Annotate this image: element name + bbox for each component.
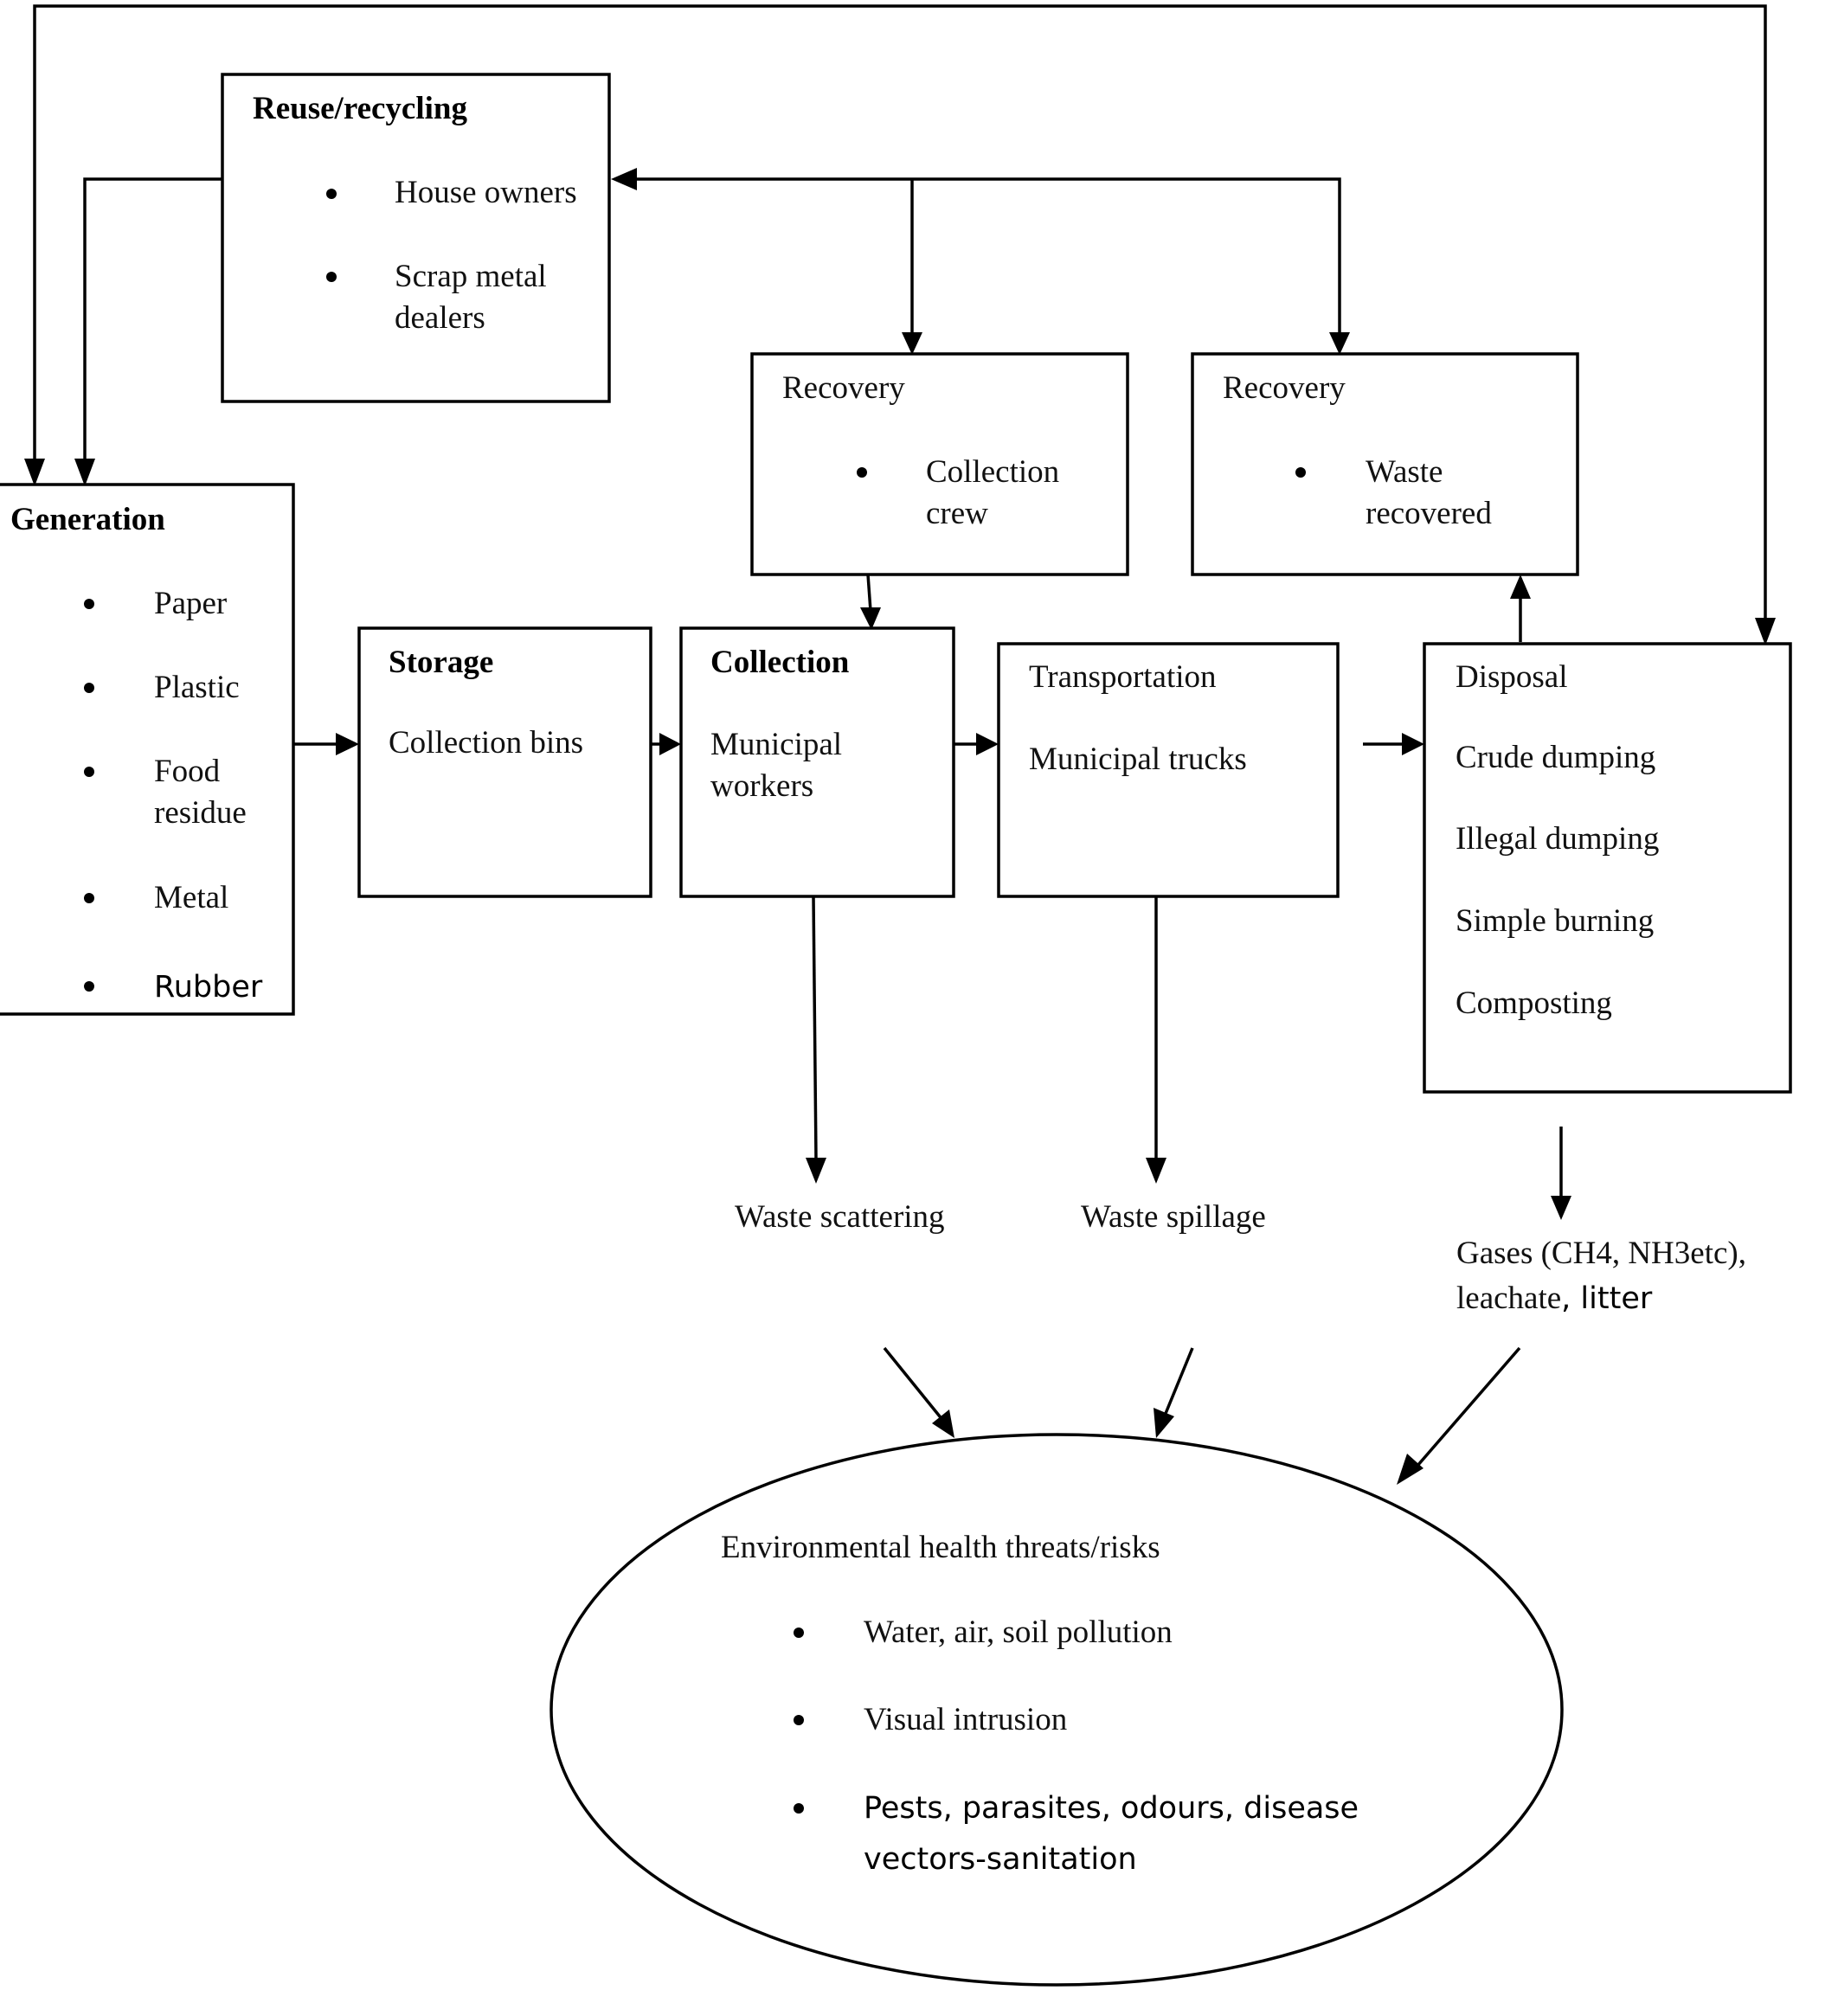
disposal-item-composting: Composting xyxy=(1456,986,1612,1021)
generation-item-metal: Metal xyxy=(154,880,228,915)
gases-to-risks-line xyxy=(1416,1346,1521,1467)
bullet xyxy=(84,767,94,777)
risk-item-pollution: Water, air, soil pollution xyxy=(864,1615,1173,1650)
recovery-to-reuse-line xyxy=(637,177,1341,337)
generation-item-residue: residue xyxy=(154,795,247,831)
arrow-into-scattering xyxy=(806,1158,826,1184)
bullet xyxy=(326,272,337,282)
bullet xyxy=(857,467,867,478)
bullet xyxy=(84,893,94,903)
storage-detail: Collection bins xyxy=(389,725,583,761)
connectors xyxy=(24,4,1776,1485)
reuse-to-generation-line xyxy=(83,177,222,465)
collection-detail-line-1: Municipal xyxy=(710,727,842,762)
collection-title: Collection xyxy=(710,645,850,680)
crew-to-collection-line xyxy=(866,574,872,612)
arrow-into-collection-top xyxy=(860,607,881,630)
outcome-gases-line-2: leachate, litter xyxy=(1456,1281,1653,1316)
outcome-gases-litter: , litter xyxy=(1561,1281,1653,1316)
arrow-into-recovery-waste xyxy=(1329,332,1350,355)
risk-item-visual-intrusion: Visual intrusion xyxy=(864,1702,1067,1737)
risk-item-pests-line-2: vectors-sanitation xyxy=(864,1842,1137,1877)
risk-item-pests-line-1: Pests, parasites, odours, disease xyxy=(864,1791,1359,1826)
reuse-item-dealers: dealers xyxy=(395,300,485,336)
bullet xyxy=(794,1628,804,1638)
recovery-crew-title: Recovery xyxy=(782,370,905,406)
node-recovery-waste: Recovery Waste recovered xyxy=(1191,352,1579,576)
disposal-item-simple-burning: Simple burning xyxy=(1456,903,1654,939)
node-recovery-crew: Recovery Collection crew xyxy=(750,352,1129,576)
transportation-detail: Municipal trucks xyxy=(1029,742,1247,777)
bullet xyxy=(84,599,94,609)
outcome-waste-spillage: Waste spillage xyxy=(1081,1199,1266,1235)
recovery-crew-item-collection: Collection xyxy=(926,454,1059,490)
arrow-into-disposal-top xyxy=(1755,618,1776,645)
generation-item-rubber: Rubber xyxy=(154,970,263,1005)
bullet xyxy=(794,1803,804,1814)
arrow-into-reuse-box xyxy=(611,168,637,190)
outcome-waste-scattering: Waste scattering xyxy=(735,1199,945,1235)
arrow-into-spillage xyxy=(1146,1158,1166,1184)
recovery-crew-item-crew: crew xyxy=(926,496,988,531)
arrow-scattering-to-risks xyxy=(932,1409,954,1438)
arrow-into-gases xyxy=(1551,1196,1571,1220)
outcome-gases-line-1: Gases (CH4, NH3etc), xyxy=(1456,1236,1746,1271)
bullet xyxy=(326,189,337,199)
reuse-item-scrap-metal: Scrap metal xyxy=(395,259,547,294)
bullet xyxy=(794,1715,804,1725)
reuse-item-house-owners: House owners xyxy=(395,175,577,210)
arrow-into-disposal xyxy=(1402,733,1424,755)
reuse-recycling-title: Reuse/recycling xyxy=(253,91,467,126)
bullet xyxy=(1295,467,1306,478)
scattering-to-risks-line xyxy=(883,1346,945,1422)
outcome-gases-leachate: leachate xyxy=(1456,1281,1561,1316)
node-collection: Collection Municipal workers xyxy=(679,626,955,898)
generation-item-food: Food xyxy=(154,754,221,789)
node-generation: Generation Paper Plastic Food residue Me… xyxy=(0,483,295,1016)
collection-to-scattering-line xyxy=(812,896,818,1160)
storage-title: Storage xyxy=(389,645,493,680)
node-disposal: Disposal Crude dumping Illegal dumping S… xyxy=(1423,642,1792,1094)
outcome-labels: Waste scattering Waste spillage Gases (C… xyxy=(735,1199,1746,1316)
bullet xyxy=(84,981,94,992)
recovery-waste-item-recovered: recovered xyxy=(1366,496,1492,531)
disposal-item-illegal-dumping: Illegal dumping xyxy=(1456,821,1659,857)
disposal-title: Disposal xyxy=(1456,659,1568,695)
node-storage: Storage Collection bins xyxy=(357,626,652,898)
node-transportation: Transportation Municipal trucks xyxy=(997,642,1340,898)
transportation-title: Transportation xyxy=(1029,659,1217,695)
arrow-into-recovery-waste-bottom xyxy=(1510,575,1531,599)
recovery-waste-title: Recovery xyxy=(1223,370,1346,406)
spillage-to-risks-line xyxy=(1163,1347,1194,1416)
outer-loop-line xyxy=(33,4,1767,623)
risks-title: Environmental health threats/risks xyxy=(721,1530,1160,1565)
arrow-into-recovery-crew xyxy=(902,332,922,355)
arrow-into-transport xyxy=(976,733,999,755)
generation-item-paper: Paper xyxy=(154,586,227,621)
generation-title: Generation xyxy=(10,502,165,537)
arrow-gases-to-risks xyxy=(1397,1454,1423,1485)
collection-detail-line-2: workers xyxy=(710,768,813,804)
node-reuse-recycling: Reuse/recycling House owners Scrap metal… xyxy=(221,73,611,403)
arrow-into-storage xyxy=(336,733,359,755)
arrow-spillage-to-risks xyxy=(1154,1408,1174,1438)
arrow-into-collection xyxy=(659,733,681,755)
recovery-waste-item-waste: Waste xyxy=(1366,454,1443,490)
arrow-into-generation-inner xyxy=(74,459,95,486)
arrow-into-generation-outer xyxy=(24,459,45,486)
disposal-item-crude-dumping: Crude dumping xyxy=(1456,740,1655,775)
bullet xyxy=(84,683,94,693)
generation-item-plastic: Plastic xyxy=(154,670,240,705)
node-environmental-risks: Environmental health threats/risks Water… xyxy=(549,1433,1564,1987)
